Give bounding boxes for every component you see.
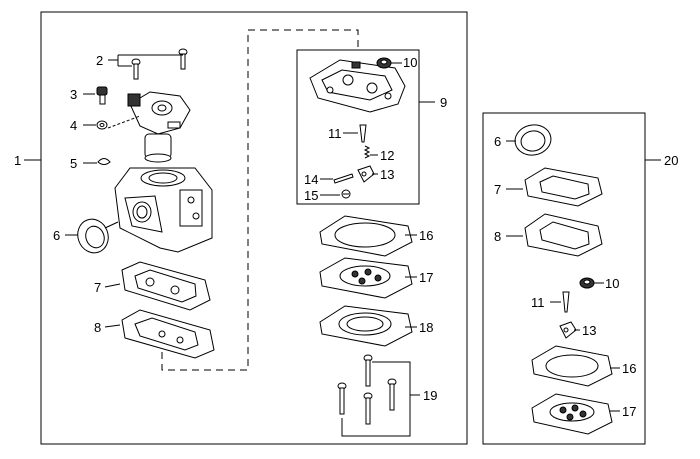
label-10: 10 (403, 55, 417, 70)
assembly-1-frame (40, 11, 468, 445)
spring-part-12 (363, 145, 371, 159)
label-2: 2 (96, 53, 103, 68)
screw-part-2a (131, 58, 141, 80)
kit-label-8: 8 (494, 229, 501, 244)
label-8: 8 (94, 320, 101, 335)
label-5: 5 (70, 156, 77, 171)
kit-needle-valve-10 (579, 277, 595, 289)
kit-label-13: 13 (582, 323, 596, 338)
kit-gasket-7 (524, 167, 603, 207)
diaphragm-part-17 (319, 257, 413, 299)
kit-label-7: 7 (494, 182, 501, 197)
label-20: 20 (664, 153, 678, 168)
label-19: 19 (423, 388, 437, 403)
kit-gasket-16 (531, 345, 613, 387)
kit-label-16: 16 (622, 361, 636, 376)
label-7: 7 (94, 280, 101, 295)
label-6: 6 (53, 228, 60, 243)
label-18: 18 (419, 320, 433, 335)
kit-20-frame (482, 112, 646, 445)
clip-part-5 (97, 158, 111, 165)
label-11: 11 (328, 126, 342, 141)
label-1: 1 (14, 153, 21, 168)
needle-valve-part-10 (376, 57, 392, 69)
carburetor-body (114, 167, 213, 253)
gasket-ring-part-6 (77, 218, 109, 254)
screws-part-19 (337, 354, 397, 425)
subassembly-9-frame (296, 49, 420, 205)
kit-label-6: 6 (494, 134, 501, 149)
kit-gasket-ring-6 (514, 124, 552, 156)
cover-part-18 (319, 305, 413, 347)
label-13: 13 (380, 167, 394, 182)
label-9: 9 (440, 95, 447, 110)
kit-diaphragm-17 (531, 393, 613, 435)
knob-part-3 (96, 86, 108, 105)
throttle-cover (127, 91, 191, 163)
dashed-connector (161, 29, 359, 371)
screw-part-15 (341, 189, 351, 199)
kit-diaphragm-8 (524, 213, 603, 257)
kit-needle-11 (562, 291, 570, 313)
screw-part-2b (178, 48, 188, 70)
label-12: 12 (380, 148, 394, 163)
label-14: 14 (304, 172, 318, 187)
label-4: 4 (70, 118, 77, 133)
label-16: 16 (419, 228, 433, 243)
lever-part-13 (357, 165, 375, 183)
kit-lever-13 (559, 321, 577, 339)
needle-part-11 (359, 124, 367, 143)
washer-part-4 (96, 120, 108, 130)
gasket-part-16 (319, 215, 413, 257)
pin-part-14 (333, 173, 354, 184)
metering-body (309, 59, 406, 113)
kit-label-17: 17 (622, 404, 636, 419)
diaphragm-part-8 (121, 309, 215, 359)
label-15: 15 (304, 188, 318, 203)
label-3: 3 (70, 87, 77, 102)
gasket-part-7 (121, 261, 211, 311)
kit-label-10: 10 (605, 276, 619, 291)
label-17: 17 (419, 270, 433, 285)
kit-label-11: 11 (531, 295, 545, 310)
